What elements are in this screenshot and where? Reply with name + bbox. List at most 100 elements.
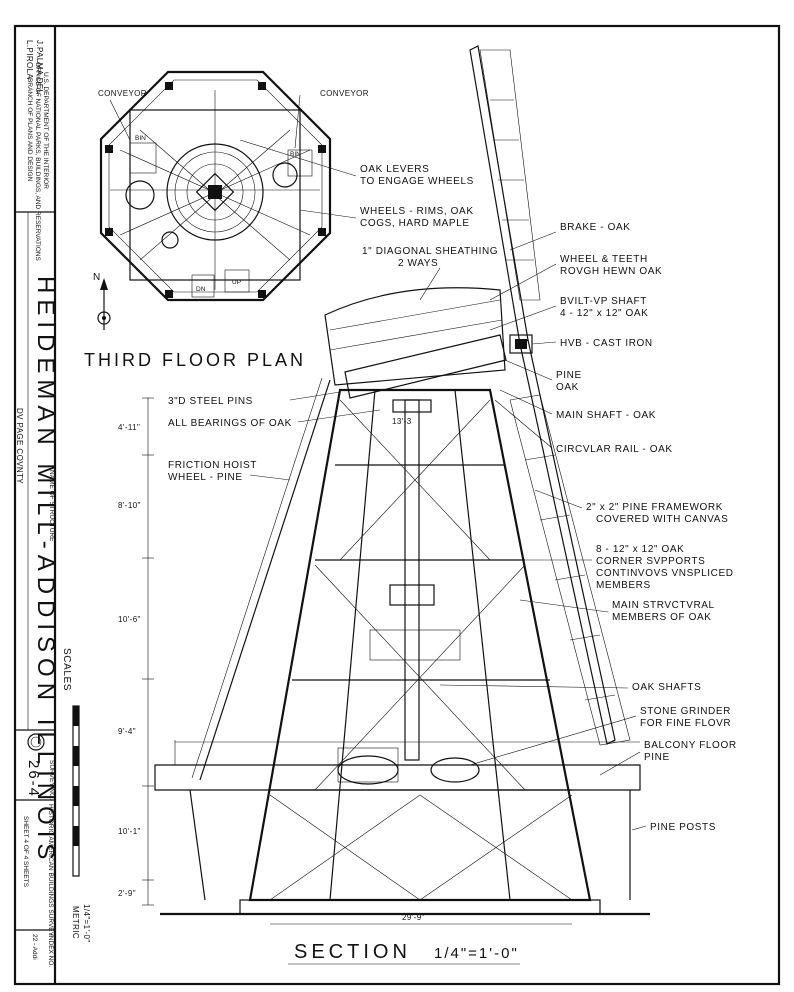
plan-notes: OAK LEVERS TO ENGAGE WHEELS WHEELS - RIM… — [239, 139, 498, 301]
note-grinder: STONE GRINDER — [640, 706, 731, 717]
index-no: 22 - Addi — [31, 934, 38, 960]
plan-stair-up — [224, 269, 250, 293]
note-hoist-2: WHEEL - PINE — [168, 472, 243, 483]
agency-line-1: U.S. DEPARTMENT OF THE INTERIOR — [42, 72, 49, 189]
up-label: UP — [232, 279, 241, 286]
scale-imperial: 1/4"=1'-0" — [82, 904, 91, 943]
note-steel-pins: 3"D STEEL PINS — [168, 396, 253, 407]
height-4: 9'-4" — [118, 727, 136, 736]
note-oak-levers: OAK LEVERS — [360, 164, 429, 175]
note-hub: HVB - CAST IRON — [560, 338, 653, 349]
crown-gear — [392, 399, 432, 413]
plan-bin-left — [129, 142, 157, 174]
note-pine-2: OAK — [556, 382, 579, 393]
note-pine: PINE — [556, 370, 582, 381]
note-brake: BRAKE - OAK — [560, 222, 631, 233]
note-balcony: BALCONY FLOOR — [644, 740, 737, 751]
plan-main-shaft — [195, 172, 235, 212]
conveyor-right-label: CONVEYOR — [320, 89, 369, 98]
note-framework: 2" x 2" PINE FRAMEWORK — [586, 502, 723, 513]
survey-no-label: SURVEY NO. — [48, 760, 55, 800]
note-structural-2: MEMBERS OF OAK — [612, 612, 712, 623]
windmill-sail — [469, 45, 631, 746]
survey-no: 26-4 — [25, 760, 42, 798]
scale-bar: SCALES 1/4"=1'-0" METRIC — [61, 648, 91, 943]
nps-seal-icon — [27, 733, 45, 751]
hoist-chute — [199, 379, 331, 781]
note-shaft: BVILT-VP SHAFT — [560, 296, 647, 307]
plan-octagon-outer — [99, 70, 332, 302]
plan-stair-down — [191, 274, 215, 298]
section-left-notes: 3"D STEEL PINS ALL BEARINGS OF OAK FRICT… — [168, 391, 381, 483]
section-title-text: SECTION — [294, 941, 411, 963]
main-windshaft — [344, 334, 507, 399]
section-right-notes: BRAKE - OAK WHEEL & TEETH ROVGH HEWN OAK… — [439, 222, 737, 833]
note-framework-2: COVERED WITH CANVAS — [596, 514, 728, 525]
note-grinder-2: FOR FINE FLOVR — [640, 718, 731, 729]
height-6: 2'-9" — [118, 889, 136, 898]
note-hoist: FRICTION HOIST — [168, 460, 257, 471]
scale-metric: METRIC — [71, 906, 80, 939]
note-sheathing-2: 2 WAYS — [398, 258, 438, 269]
mill-cap — [324, 287, 506, 386]
bin-left-label: BIN — [135, 135, 146, 142]
note-corner: 8 - 12" x 12" OAK — [596, 544, 684, 555]
title-block: L.PIROLA J.PALMA DEL. U.S. DEPARTMENT OF… — [15, 40, 59, 967]
sail-lower-stock — [519, 339, 616, 745]
sail-upper-stock — [469, 45, 529, 345]
stone-grinder-right — [430, 757, 480, 783]
scales-label: SCALES — [61, 648, 72, 691]
note-wheels-2: COGS, HARD MAPLE — [360, 218, 470, 229]
note-wheel-teeth-2: ROVGH HEWN OAK — [560, 266, 662, 277]
section-title: SECTION 1/4"=1'-0" — [288, 941, 520, 965]
bin-right-label: BIN — [290, 151, 301, 158]
name-of-structure-label: NAME OF STRUCTURE — [48, 470, 55, 542]
dn-label: DN — [196, 286, 206, 293]
north-arrow-icon: N — [93, 272, 111, 330]
note-wheel-teeth: WHEEL & TEETH — [560, 254, 648, 265]
note-structural: MAIN STRVCTVRAL — [612, 600, 715, 611]
note-bearings: ALL BEARINGS OF OAK — [168, 418, 292, 429]
north-label: N — [93, 272, 101, 283]
plan-octagon-inner — [108, 79, 323, 293]
note-corner-3: CONTINVOVS VNSPLICED — [596, 568, 734, 579]
agency-line-3: BRANCH OF PLANS AND DESIGN — [26, 78, 33, 182]
structure-name: HEIDEMAN MILL-ADDISON ILLINOIS — [32, 276, 59, 865]
third-floor-plan: CONVEYOR CONVEYOR BIN BIN DN UP N THIRD … — [84, 70, 369, 370]
plan-small-wheel-right — [272, 162, 298, 188]
mill-tower — [248, 388, 592, 902]
section-scale: 1/4"=1'-0" — [434, 945, 519, 962]
height-2: 8'-10" — [118, 501, 141, 510]
base-width: 29'-9" — [402, 913, 425, 922]
county-name: DV PAGE COVNTY — [15, 408, 24, 484]
height-5: 10'-1" — [118, 827, 141, 836]
stone-grinder-left — [337, 755, 399, 785]
note-main-shaft: MAIN SHAFT - OAK — [556, 410, 656, 421]
sheet-number: SHEET 4 OF 4 SHEETS — [22, 816, 29, 888]
index-no-label: INDEX NO. — [47, 934, 54, 967]
note-oak-levers-2: TO ENGAGE WHEELS — [360, 176, 474, 187]
note-balcony-2: PINE — [644, 752, 670, 763]
sheet-border — [13, 24, 781, 986]
plan-small-wheel-left — [125, 180, 155, 210]
note-wheels: WHEELS - RIMS, OAK — [360, 206, 474, 217]
habs-label: HISTORIC AMERICAN BUILDINGS SURVEY — [47, 804, 54, 937]
note-sheathing: 1" DIAGONAL SHEATHING — [362, 246, 498, 257]
cap-dimension: 13'-3 — [392, 417, 412, 426]
pine-post-left — [189, 789, 206, 901]
section-height-labels: 4'-11" 8'-10" 10'-6" 9'-4" 10'-1" 2'-9" … — [118, 417, 425, 922]
note-corner-2: CORNER SVPPORTS — [596, 556, 705, 567]
drawn-by-2: J.PALMA DEL. — [35, 40, 44, 97]
note-posts: PINE POSTS — [650, 822, 716, 833]
plan-title: THIRD FLOOR PLAN — [84, 350, 306, 370]
balcony-floor — [154, 764, 641, 791]
agency-line-2: OFFICE OF NATIONAL PARKS, BUILDINGS, AND… — [34, 62, 41, 262]
note-oak-shafts: OAK SHAFTS — [632, 682, 701, 693]
note-shaft-2: 4 - 12" x 12" OAK — [560, 308, 648, 319]
note-rail: CIRCVLAR RAIL - OAK — [556, 444, 673, 455]
vertical-main-shaft — [404, 399, 420, 761]
mill-foundation — [239, 899, 601, 915]
height-3: 10'-6" — [118, 615, 141, 624]
conveyor-left-label: CONVEYOR — [98, 89, 147, 98]
